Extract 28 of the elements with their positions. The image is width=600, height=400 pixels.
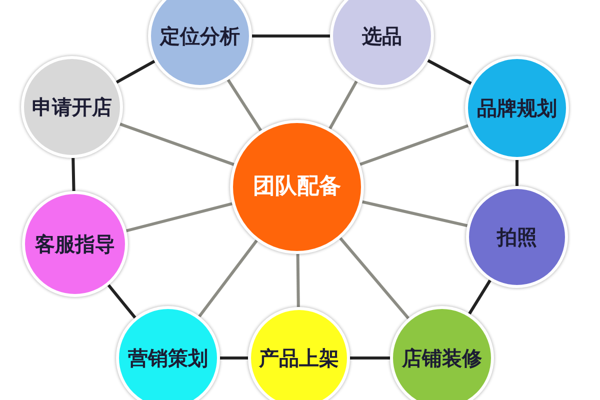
- connector-line: [107, 284, 136, 319]
- connector-line: [120, 122, 234, 166]
- step-circle: 产品上架: [248, 307, 350, 400]
- step-circle: 品牌规划: [465, 56, 569, 160]
- connector-line: [350, 356, 390, 360]
- connector-line: [226, 78, 262, 132]
- connector-line: [339, 237, 410, 320]
- connector-line: [468, 280, 492, 315]
- connector-line: [516, 160, 518, 186]
- connector-line: [360, 124, 469, 166]
- connector-line: [328, 80, 358, 130]
- connector-line: [116, 60, 156, 84]
- connector-line: [252, 34, 330, 38]
- connector-line: [220, 356, 248, 360]
- connector-line: [362, 200, 468, 228]
- connector-line: [296, 254, 300, 308]
- connector-line: [427, 59, 472, 85]
- step-circle: 定位分析: [148, 0, 252, 88]
- connector-line: [198, 240, 258, 318]
- step-circle: 拍照: [466, 186, 568, 288]
- step-circle: 选品: [330, 0, 434, 88]
- step-circle: 店铺装修: [390, 306, 494, 400]
- step-circle: 营销策划: [116, 306, 220, 400]
- connector-line: [126, 202, 232, 232]
- step-circle: 客服指导: [22, 191, 128, 297]
- step-circle: 申请开店: [21, 56, 123, 158]
- hub-circle: 团队配备: [230, 120, 364, 254]
- connector-line: [72, 158, 76, 192]
